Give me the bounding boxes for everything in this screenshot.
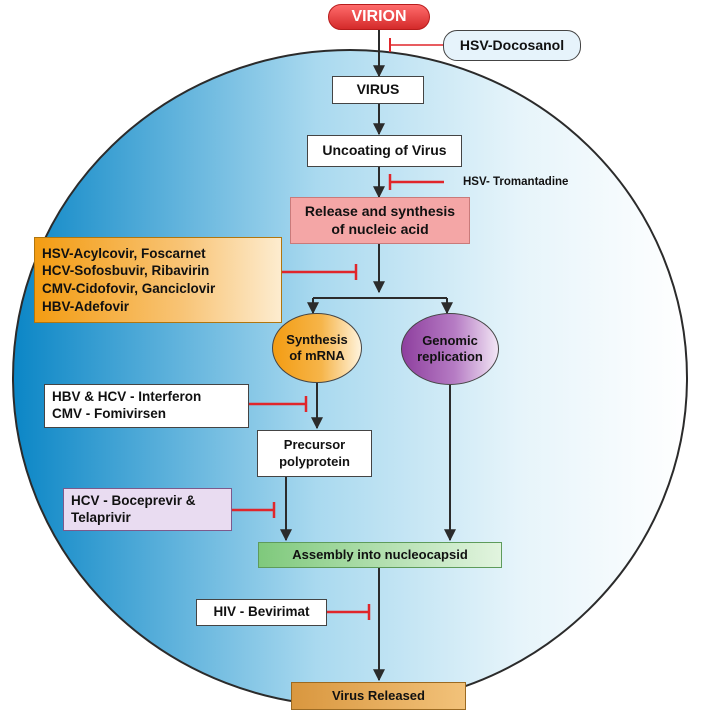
node-virion-label: VIRION: [351, 8, 407, 25]
node-genomic: Genomic replication: [401, 313, 499, 385]
inhibitor-lines: [232, 38, 444, 620]
node-precursor: Precursor polyprotein: [257, 430, 372, 477]
node-virus-released-label: Virus Released: [332, 687, 425, 703]
node-release: Release and synthesis of nucleic acid: [290, 197, 470, 244]
node-assembly-label: Assembly into nucleocapsid: [292, 546, 468, 562]
drug-interferon: HBV & HCV - Interferon CMV - Fomivirsen: [44, 384, 249, 428]
drug-bevirimat: HIV - Bevirimat: [196, 599, 327, 626]
drug-tromantadine-label: HSV- Tromantadine: [463, 176, 569, 188]
node-virus: VIRUS: [332, 76, 424, 104]
node-uncoating-label: Uncoating of Virus: [322, 142, 447, 159]
drug-docosanol-label: HSV-Docosanol: [459, 36, 565, 53]
node-assembly: Assembly into nucleocapsid: [258, 542, 502, 568]
node-genomic-label: Genomic replication: [417, 332, 483, 364]
node-mrna: Synthesis of mRNA: [272, 313, 362, 383]
drug-nucleic-inhibitors: HSV-Acylcovir, Foscarnet HCV-Sofosbuvir,…: [34, 237, 282, 323]
node-release-label: Release and synthesis of nucleic acid: [304, 203, 456, 237]
drug-nucleic-inhibitors-label: HSV-Acylcovir, Foscarnet HCV-Sofosbuvir,…: [42, 245, 216, 314]
flow-arrows: [280, 30, 456, 682]
drug-tromantadine: HSV- Tromantadine: [463, 176, 568, 188]
node-mrna-label: Synthesis of mRNA: [286, 331, 348, 363]
node-uncoating: Uncoating of Virus: [307, 135, 462, 167]
node-virus-released: Virus Released: [291, 682, 466, 710]
node-precursor-label: Precursor polyprotein: [279, 437, 350, 469]
node-virion: VIRION: [328, 4, 430, 30]
drug-protease: HCV - Boceprevir & Telaprivir: [63, 488, 232, 531]
node-virus-label: VIRUS: [356, 81, 400, 98]
drug-bevirimat-label: HIV - Bevirimat: [213, 604, 310, 620]
drug-protease-label: HCV - Boceprevir & Telaprivir: [71, 492, 196, 525]
drug-docosanol: HSV-Docosanol: [443, 30, 581, 61]
drug-interferon-label: HBV & HCV - Interferon CMV - Fomivirsen: [52, 389, 202, 421]
